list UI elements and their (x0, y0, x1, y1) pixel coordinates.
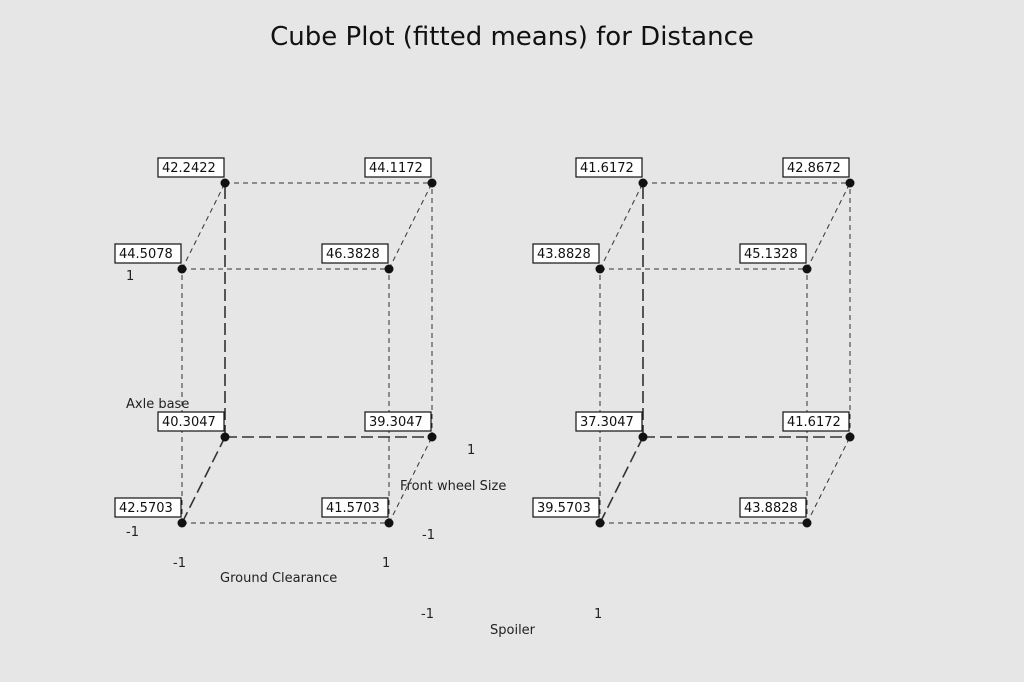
corner-point (638, 432, 648, 442)
corner-value-label: 43.8828 (739, 497, 807, 518)
gc-high-label: 1 (382, 556, 390, 571)
corner-value-label: 43.8828 (532, 243, 600, 264)
spoiler-label: Spoiler (490, 623, 536, 638)
corner-value: 42.2422 (162, 161, 216, 176)
corner-point (595, 264, 605, 274)
corner-value: 41.6172 (787, 415, 841, 430)
fw-low-label: -1 (422, 528, 435, 543)
corner-value-label: 42.2422 (157, 157, 225, 178)
corner-value-label: 45.1328 (739, 243, 807, 264)
corner-value: 39.3047 (369, 415, 423, 430)
corner-value-label: 41.6172 (575, 157, 643, 178)
corner-point (220, 178, 230, 188)
corner-point (177, 518, 187, 528)
corner-value-label: 41.5703 (321, 497, 389, 518)
corner-point (427, 178, 437, 188)
cube-edge (599, 182, 644, 270)
corner-value-label: 40.3047 (157, 411, 225, 432)
fw-high-label: 1 (467, 443, 475, 458)
cube-edge (388, 436, 433, 524)
corner-point (177, 264, 187, 274)
corner-value: 37.3047 (580, 415, 634, 430)
ab-low-label: -1 (126, 525, 139, 540)
corner-value: 41.6172 (580, 161, 634, 176)
chart-title: Cube Plot (fitted means) for Distance (270, 22, 754, 52)
cube-edge (181, 436, 226, 524)
cube-edge (806, 436, 851, 524)
corner-point (384, 518, 394, 528)
corner-value: 43.8828 (537, 247, 591, 262)
spoiler-low-label: -1 (421, 607, 434, 622)
corner-point (427, 432, 437, 442)
corner-value: 42.8672 (787, 161, 841, 176)
corner-point (802, 518, 812, 528)
corner-value: 41.5703 (326, 501, 380, 516)
corner-value: 44.1172 (369, 161, 423, 176)
corner-point (802, 264, 812, 274)
spoiler-high-label: 1 (594, 607, 602, 622)
corner-point (384, 264, 394, 274)
corner-value: 42.5703 (119, 501, 173, 516)
gc-low-label: -1 (173, 556, 186, 571)
corner-value-label: 37.3047 (575, 411, 643, 432)
corner-value-label: 46.3828 (321, 243, 389, 264)
corner-point (845, 178, 855, 188)
corner-point (220, 432, 230, 442)
cube-edge (388, 182, 433, 270)
cube-edge (806, 182, 851, 270)
corner-value: 46.3828 (326, 247, 380, 262)
corner-value-label: 44.5078 (114, 243, 182, 264)
corner-value-label: 41.6172 (782, 411, 850, 432)
corner-value-label: 44.1172 (364, 157, 432, 178)
corner-value-label: 42.8672 (782, 157, 850, 178)
corner-point (845, 432, 855, 442)
corner-value: 39.5703 (537, 501, 591, 516)
corner-point (638, 178, 648, 188)
cube-edge (599, 436, 644, 524)
cube-edge (181, 182, 226, 270)
front-wheel-size-label: Front wheel Size (400, 479, 506, 494)
corner-value: 45.1328 (744, 247, 798, 262)
corner-value-label: 39.5703 (532, 497, 600, 518)
ab-high-label: 1 (126, 269, 134, 284)
corner-value: 40.3047 (162, 415, 216, 430)
corner-value-label: 39.3047 (364, 411, 432, 432)
axle-base-label: Axle base (126, 397, 189, 412)
corner-value-label: 42.5703 (114, 497, 182, 518)
corner-value: 44.5078 (119, 247, 173, 262)
corner-point (595, 518, 605, 528)
ground-clearance-label: Ground Clearance (220, 571, 337, 586)
corner-value: 43.8828 (744, 501, 798, 516)
